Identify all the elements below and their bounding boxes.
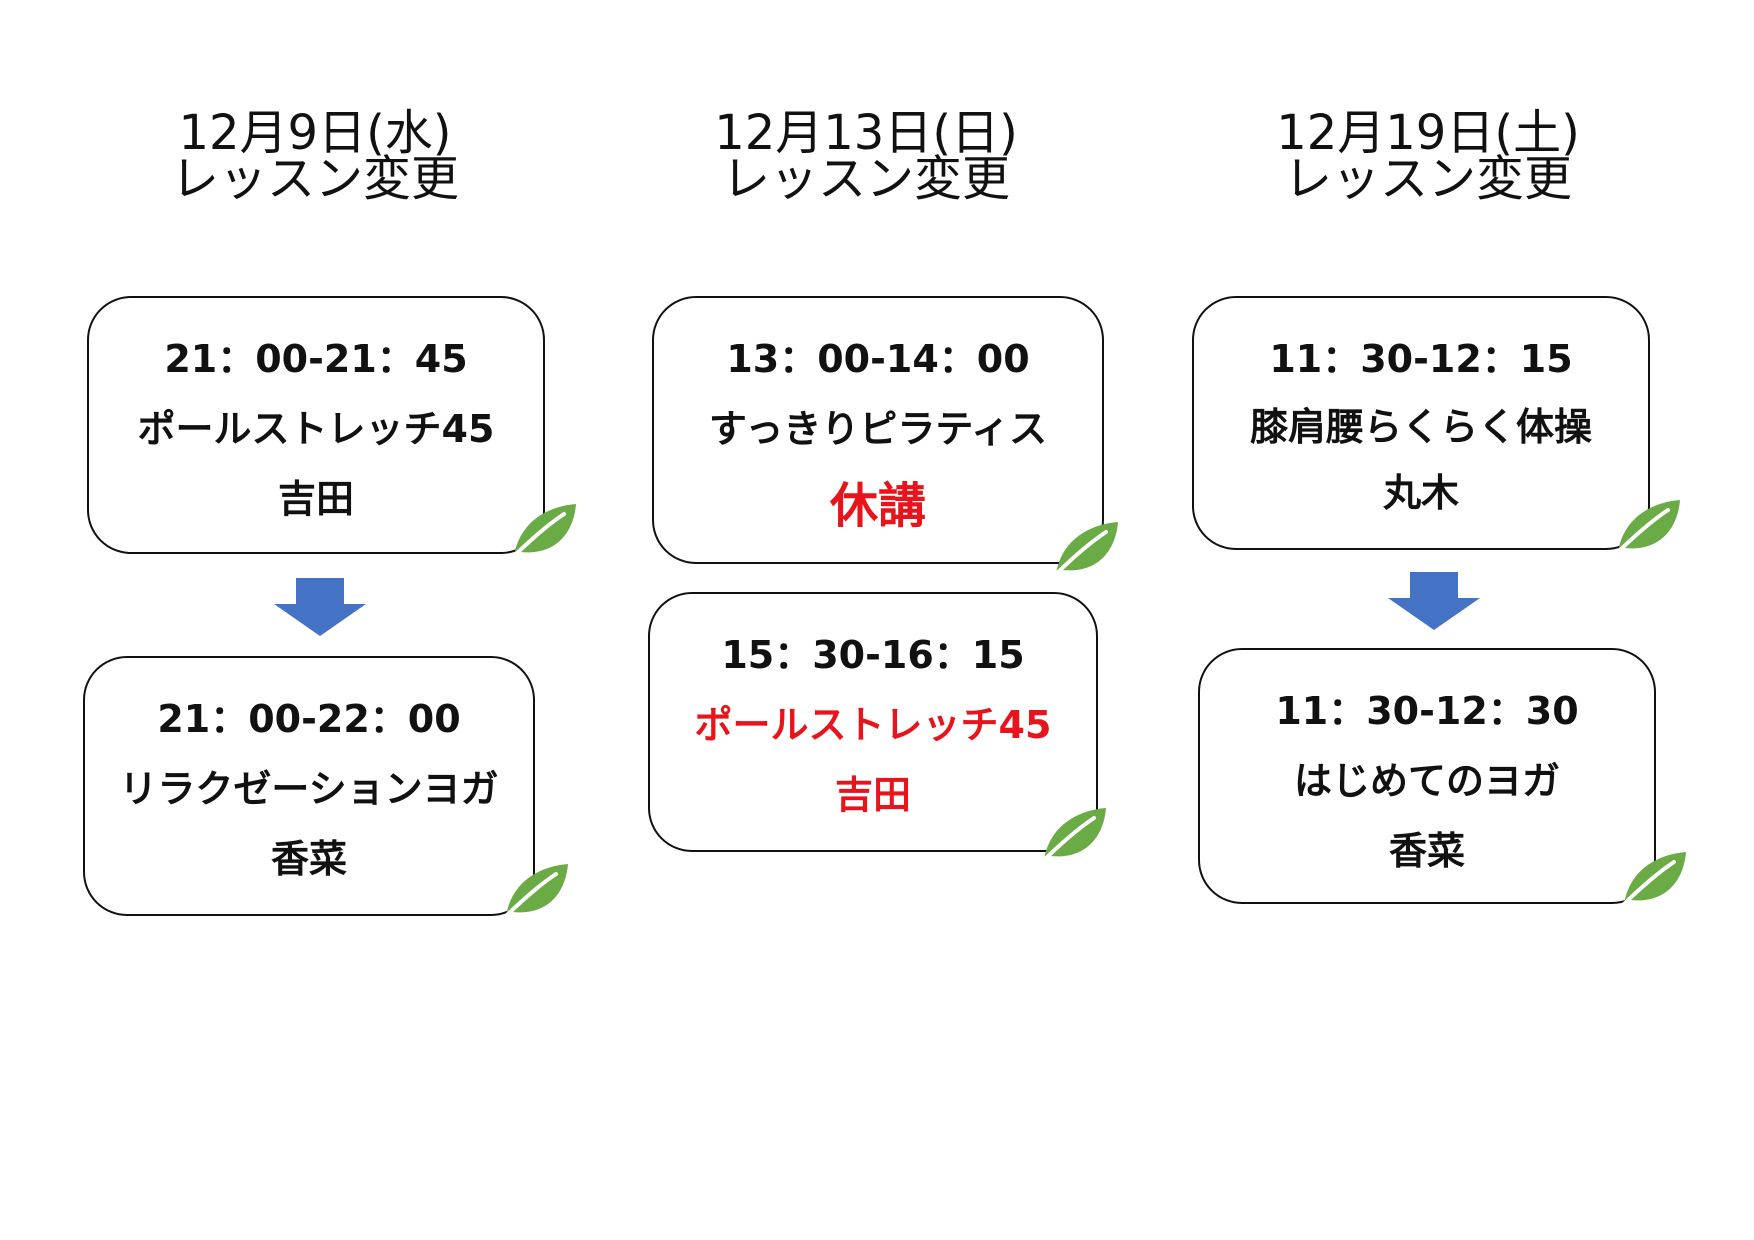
column-1-subtitle: レッスン変更 bbox=[170, 151, 459, 207]
before-time: 11：30-12：15 bbox=[1269, 337, 1573, 381]
after-teacher: 吉田 bbox=[834, 773, 911, 817]
column-2-date: 12月13日(日) bbox=[714, 105, 1018, 161]
before-teacher: 丸木 bbox=[1382, 471, 1459, 515]
before-lesson: 膝肩腰らくらく体操 bbox=[1249, 405, 1592, 449]
arrow-down-icon bbox=[1388, 572, 1480, 630]
leaf-icon bbox=[1048, 522, 1118, 582]
leaf-icon bbox=[1036, 808, 1106, 868]
column-1-header: 12月9日(水) レッスン変更 bbox=[85, 105, 545, 207]
column-3-before-card: 11：30-12：15 膝肩腰らくらく体操 丸木 bbox=[1192, 296, 1650, 550]
column-3-header: 12月19日(土) レッスン変更 bbox=[1198, 105, 1658, 207]
before-teacher: 吉田 bbox=[277, 477, 354, 521]
column-2-before-card: 13：00-14：00 すっきりピラティス 休講 bbox=[652, 296, 1104, 564]
before-time: 21：00-21：45 bbox=[164, 337, 468, 381]
column-1-date: 12月9日(水) bbox=[178, 105, 452, 161]
after-time: 21：00-22：00 bbox=[157, 697, 461, 741]
after-lesson: ポールストレッチ45 bbox=[694, 703, 1052, 747]
before-lesson: すっきりピラティス bbox=[708, 407, 1048, 451]
after-lesson: はじめてのヨガ bbox=[1293, 759, 1560, 803]
column-2-after-card: 15：30-16：15 ポールストレッチ45 吉田 bbox=[648, 592, 1098, 852]
after-lesson: リラクゼーションヨガ bbox=[119, 767, 499, 811]
before-lesson: ポールストレッチ45 bbox=[137, 407, 495, 451]
column-3-date: 12月19日(土) bbox=[1276, 105, 1580, 161]
column-2-subtitle: レッスン変更 bbox=[721, 151, 1010, 207]
column-1-after-card: 21：00-22：00 リラクゼーションヨガ 香菜 bbox=[83, 656, 535, 916]
leaf-icon bbox=[498, 864, 568, 924]
column-3-after-card: 11：30-12：30 はじめてのヨガ 香菜 bbox=[1198, 648, 1656, 904]
after-time: 11：30-12：30 bbox=[1275, 689, 1579, 733]
cancelled-status: 休講 bbox=[829, 478, 926, 534]
leaf-icon bbox=[506, 504, 576, 564]
column-2-header: 12月13日(日) レッスン変更 bbox=[636, 105, 1096, 207]
column-3-subtitle: レッスン変更 bbox=[1283, 151, 1572, 207]
arrow-down-icon bbox=[274, 578, 366, 636]
before-time: 13：00-14：00 bbox=[726, 337, 1030, 381]
after-time: 15：30-16：15 bbox=[721, 633, 1025, 677]
leaf-icon bbox=[1610, 500, 1680, 560]
column-1-before-card: 21：00-21：45 ポールストレッチ45 吉田 bbox=[87, 296, 545, 554]
after-teacher: 香菜 bbox=[270, 837, 347, 881]
after-teacher: 香菜 bbox=[1388, 829, 1465, 873]
leaf-icon bbox=[1616, 852, 1686, 912]
